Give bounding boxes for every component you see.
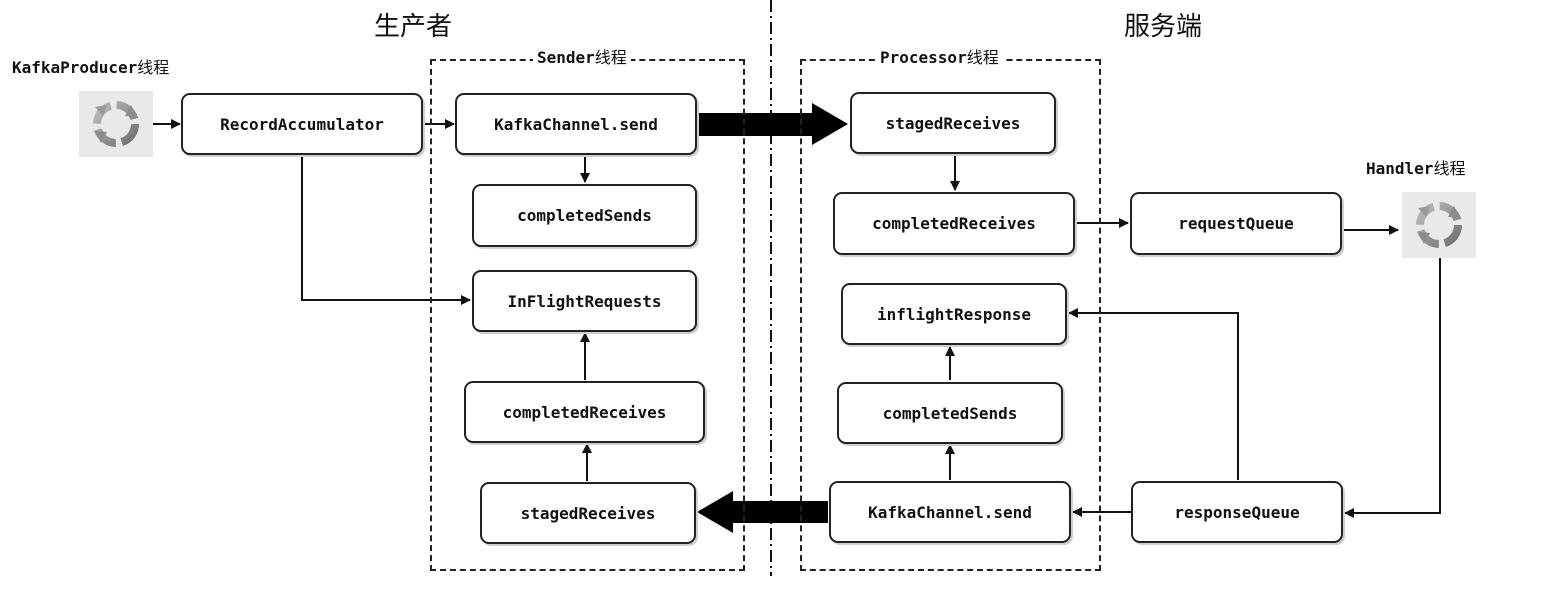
producer-side-heading: 生产者 [374, 12, 453, 42]
server-staged-receives-node: stagedReceives [850, 92, 1056, 154]
processor-thread-suffix: 线程 [966, 48, 999, 67]
request-transfer-arrow [697, 103, 848, 145]
server-kafka-channel-send-node: KafkaChannel.send [829, 481, 1071, 543]
cycle-arrows-icon [79, 91, 153, 157]
arrow-response-queue-to-inflight-response [1068, 308, 1239, 480]
sender-thread-name: Sender [537, 48, 595, 67]
producer-completed-sends-node: completedSends [472, 184, 697, 247]
producer-completed-receives-node: completedReceives [464, 381, 705, 443]
cycle-arrows-icon [1402, 192, 1476, 258]
producer-inflight-requests-node: InFlightRequests [472, 270, 697, 332]
handler-thread-label: Handler线程 [1366, 159, 1465, 179]
handler-thread-name: Handler [1366, 159, 1434, 178]
producer-kafka-channel-send-node: KafkaChannel.send [455, 93, 697, 155]
producer-thread-label: KafkaProducer线程 [12, 58, 169, 78]
producer-staged-receives-node: stagedReceives [480, 482, 696, 544]
server-side-heading: 服务端 [1124, 12, 1203, 42]
server-completed-receives-node: completedReceives [833, 192, 1075, 255]
arrow-accumulator-to-inflight [301, 154, 471, 305]
handler-thread-suffix: 线程 [1433, 159, 1466, 178]
server-inflight-response-node: inflightResponse [841, 283, 1067, 345]
arrow-handler-to-response-queue [1344, 256, 1441, 518]
sender-thread-title: Sender线程 [533, 48, 631, 68]
processor-thread-title: Processor线程 [876, 48, 1003, 68]
server-completed-sends-node: completedSends [837, 382, 1063, 444]
response-transfer-arrow [697, 491, 828, 533]
record-accumulator-node: RecordAccumulator [181, 93, 423, 155]
producer-thread-name: KafkaProducer [12, 58, 138, 77]
producer-thread-suffix: 线程 [137, 58, 170, 77]
sender-thread-suffix: 线程 [594, 48, 627, 67]
request-queue-node: requestQueue [1130, 192, 1342, 255]
processor-thread-name: Processor [880, 48, 967, 67]
response-queue-node: responseQueue [1131, 481, 1343, 543]
